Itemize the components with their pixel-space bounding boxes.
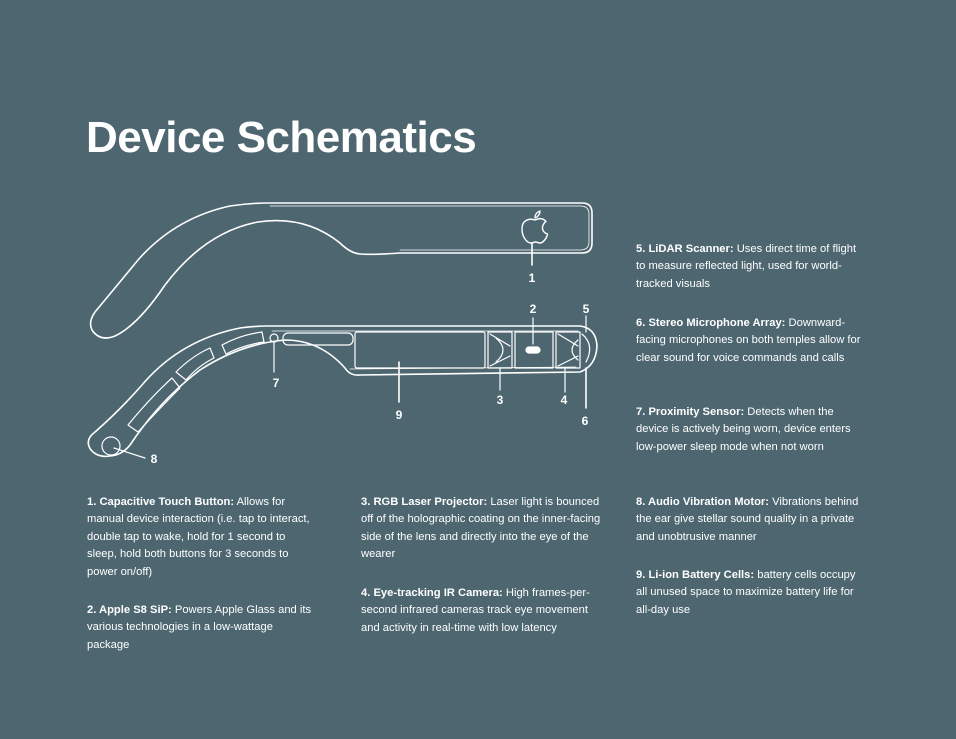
lidar-scanner: 5 — [581, 302, 591, 363]
svg-text:2: 2 — [530, 302, 537, 316]
eye-tracking-ir-camera: 4 — [555, 331, 581, 407]
component-text: Downward-facing microphones on both temp… — [636, 317, 861, 364]
svg-text:1: 1 — [529, 271, 536, 285]
component-description-1: 1. Capacitive Touch Button: Allows for m… — [87, 494, 317, 581]
rgb-laser-projector: 3 — [487, 331, 513, 407]
component-term: 2. Apple S8 SiP: — [87, 604, 172, 616]
component-text: Detects when the device is actively bein… — [636, 406, 851, 453]
component-term: 6. Stereo Microphone Array: — [636, 317, 786, 329]
component-description-5: 5. LiDAR Scanner: Uses direct time of fl… — [636, 241, 868, 293]
component-text: Powers Apple Glass and its various techn… — [87, 604, 312, 651]
component-description-9: 9. Li-ion Battery Cells: battery cells o… — [636, 567, 868, 619]
component-text: Uses direct time of flight to measure re… — [636, 243, 857, 290]
battery-cell-small — [282, 332, 354, 346]
component-term: 4. Eye-tracking IR Camera: — [361, 587, 503, 599]
svg-text:9: 9 — [396, 408, 403, 422]
apple-s8-sip: 2 — [514, 302, 554, 369]
battery-cells — [127, 331, 486, 433]
component-text: Vibrations behind the ear give stellar s… — [636, 496, 859, 543]
svg-text:6: 6 — [582, 414, 589, 428]
audio-vibration-motor: 8 — [101, 436, 158, 466]
svg-text:8: 8 — [151, 452, 158, 466]
component-text: Laser light is bounced off of the hologr… — [361, 496, 601, 561]
component-description-4: 4. Eye-tracking IR Camera: High frames-p… — [361, 585, 601, 637]
page-title: Device Schematics — [86, 113, 477, 162]
component-description-8: 8. Audio Vibration Motor: Vibrations beh… — [636, 494, 868, 546]
component-term: 5. LiDAR Scanner: — [636, 243, 734, 255]
stereo-microphone-array: 6 — [582, 367, 589, 428]
component-text: Allows for manual device interaction (i.… — [87, 496, 310, 578]
component-description-2: 2. Apple S8 SiP: Powers Apple Glass and … — [87, 602, 317, 654]
callout-9: 9 — [396, 361, 403, 422]
component-description-7: 7. Proximity Sensor: Detects when the de… — [636, 404, 868, 456]
component-term: 7. Proximity Sensor: — [636, 406, 745, 418]
battery-cell-curve-2 — [175, 347, 215, 381]
upper-temple-outline — [89, 202, 593, 339]
component-text: High frames-per-second infrared cameras … — [361, 587, 590, 634]
component-description-3: 3. RGB Laser Projector: Laser light is b… — [361, 494, 601, 564]
apple-logo-icon — [521, 210, 549, 244]
battery-cell-main — [354, 331, 486, 369]
svg-text:5: 5 — [583, 302, 590, 316]
component-term: 9. Li-ion Battery Cells: — [636, 569, 755, 581]
battery-cell-curve-3 — [127, 377, 181, 433]
proximity-sensor: 7 — [269, 333, 280, 390]
component-term: 8. Audio Vibration Motor: — [636, 496, 769, 508]
component-text: battery cells occupy all unused space to… — [636, 569, 856, 616]
component-term: 3. RGB Laser Projector: — [361, 496, 488, 508]
svg-text:7: 7 — [273, 376, 280, 390]
component-term: 1. Capacitive Touch Button: — [87, 496, 235, 508]
svg-text:4: 4 — [561, 393, 568, 407]
callout-1: 1 — [529, 242, 536, 285]
component-description-6: 6. Stereo Microphone Array: Downward-fac… — [636, 315, 868, 367]
svg-text:3: 3 — [497, 393, 504, 407]
battery-cell-curve-1 — [221, 331, 265, 355]
